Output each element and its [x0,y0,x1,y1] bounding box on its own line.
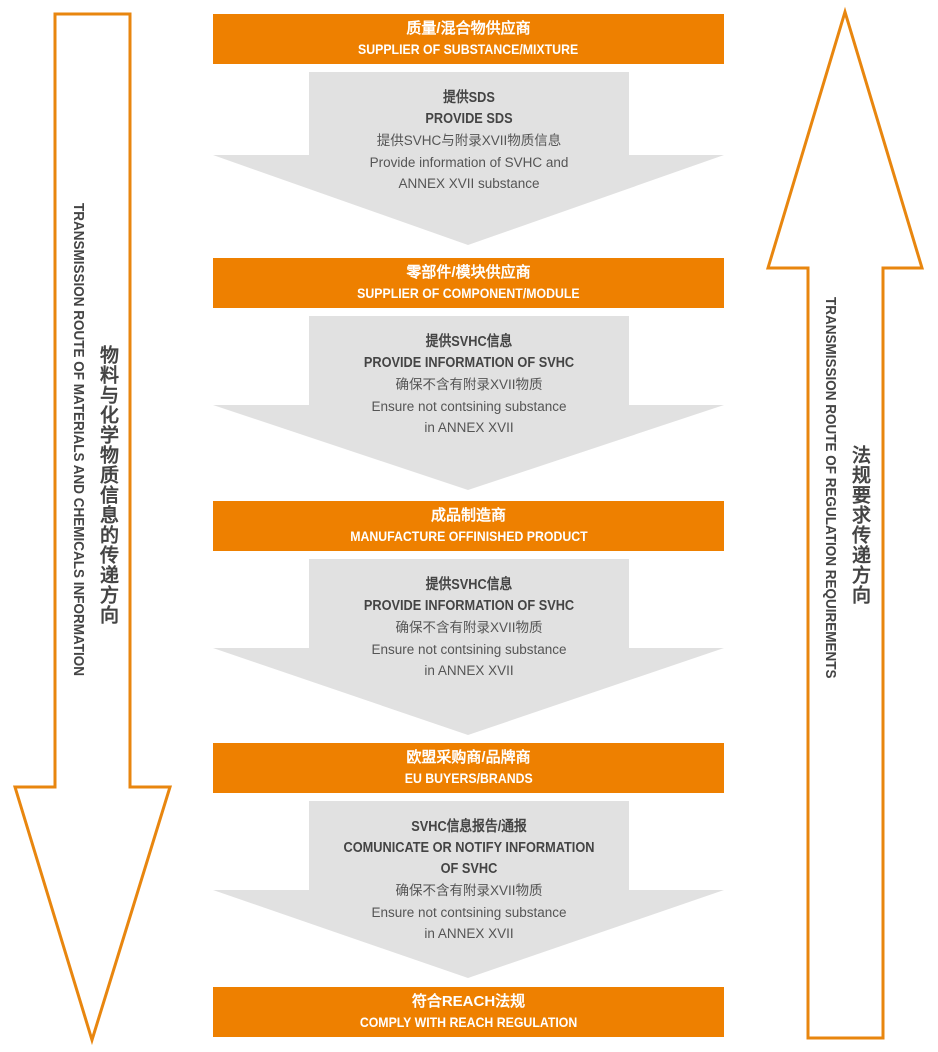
stage-box [213,743,724,793]
stage-title-zh: 成品制造商 [430,507,506,524]
step-desc-zh: 确保不含有附录XVII物质 [395,377,543,392]
step-desc-en: Provide information of SVHC and [369,154,569,170]
step-desc-en: Ensure not contsining substance [371,904,567,920]
step-title-en: PROVIDE SDS [425,111,513,127]
left-arrow-label-en: TRANSMISSION ROUTE OF MATERIALS AND CHEM… [70,203,87,676]
step-desc-en: in ANNEX XVII [424,663,514,678]
step-text: 提供SDS PROVIDE SDS 提供SVHC与附录XVII物质信息 Provide… [309,88,629,195]
step-title-zh: 提供SVHC信息 [425,577,513,593]
step-desc-zh: 提供SVHC与附录XVII物质信息 [376,133,562,148]
stage-label: 符合REACH法规 COMPLY WITH REACH REGULATION [213,987,724,1037]
stage-label: 欧盟采购商/品牌商 EU BUYERS/BRANDS [213,743,724,793]
step-desc-en: in ANNEX XVII [424,926,514,941]
stage-title-en: SUPPLIER OF COMPONENT/MODULE [357,285,580,301]
step-desc-en: in ANNEX XVII [424,420,514,435]
stage-box [213,14,724,64]
stage-title-en: MANUFACTURE OFFINISHED PRODUCT [349,528,588,544]
stage-title-en: SUPPLIER OF SUBSTANCE/MIXTURE [358,41,579,57]
left-arrow-label-zh: 物料与化学物质信息的传递方向 [97,345,118,625]
stage-title-zh: 欧盟采购商/品牌商 [406,749,531,766]
step-title-en: PROVIDE INFORMATION OF SVHC [363,355,575,371]
step-text: 提供SVHC信息 PROVIDE INFORMATION OF SVHC 确保不含有… [309,575,629,682]
step-text: SVHC信息报告/通报 COMUNICATE OR NOTIFY INFORMAT… [309,817,629,945]
step-arrow [213,801,724,978]
stage-label: 质量/混合物供应商 SUPPLIER OF SUBSTANCE/MIXTURE [213,14,724,64]
step-title-zh: 提供SVHC信息 [425,334,513,350]
left-down-arrow [12,12,173,1046]
step-desc-en: Ensure not contsining substance [371,398,567,414]
step-title-en: PROVIDE INFORMATION OF SVHC [363,598,575,614]
step-arrow [213,316,724,490]
stage-title-en: EU BUYERS/BRANDS [404,770,533,786]
stage-label: 成品制造商 MANUFACTURE OFFINISHED PRODUCT [213,501,724,551]
step-title-en: OF SVHC [440,861,498,877]
stage-box [213,987,724,1037]
step-arrow [213,559,724,735]
step-title-zh: SVHC信息报告/通报 [411,819,527,835]
step-title-en: COMUNICATE OR NOTIFY INFORMATION [343,840,595,856]
step-desc-zh: 确保不含有附录XVII物质 [395,620,543,635]
step-desc-zh: 确保不含有附录XVII物质 [395,883,543,898]
stage-title-en: COMPLY WITH REACH REGULATION [359,1014,578,1030]
stage-box [213,501,724,551]
stage-title-zh: 质量/混合物供应商 [406,20,531,37]
stage-title-zh: 符合REACH法规 [411,993,526,1010]
step-arrow [213,72,724,245]
stage-title-zh: 零部件/模块供应商 [406,264,531,281]
step-title-zh: 提供SDS [443,90,495,106]
right-arrow-label-zh: 法规要求传递方向 [849,445,870,605]
stage-box [213,258,724,308]
stage-label: 零部件/模块供应商 SUPPLIER OF COMPONENT/MODULE [213,258,724,308]
right-up-arrow [765,6,925,1040]
right-arrow-label-en: TRANSMISSION ROUTE OF REGULATION REQUIRE… [822,297,839,679]
step-desc-en: ANNEX XVII substance [398,176,540,191]
step-text: 提供SVHC信息 PROVIDE INFORMATION OF SVHC 确保不含有… [309,332,629,439]
step-desc-en: Ensure not contsining substance [371,641,567,657]
